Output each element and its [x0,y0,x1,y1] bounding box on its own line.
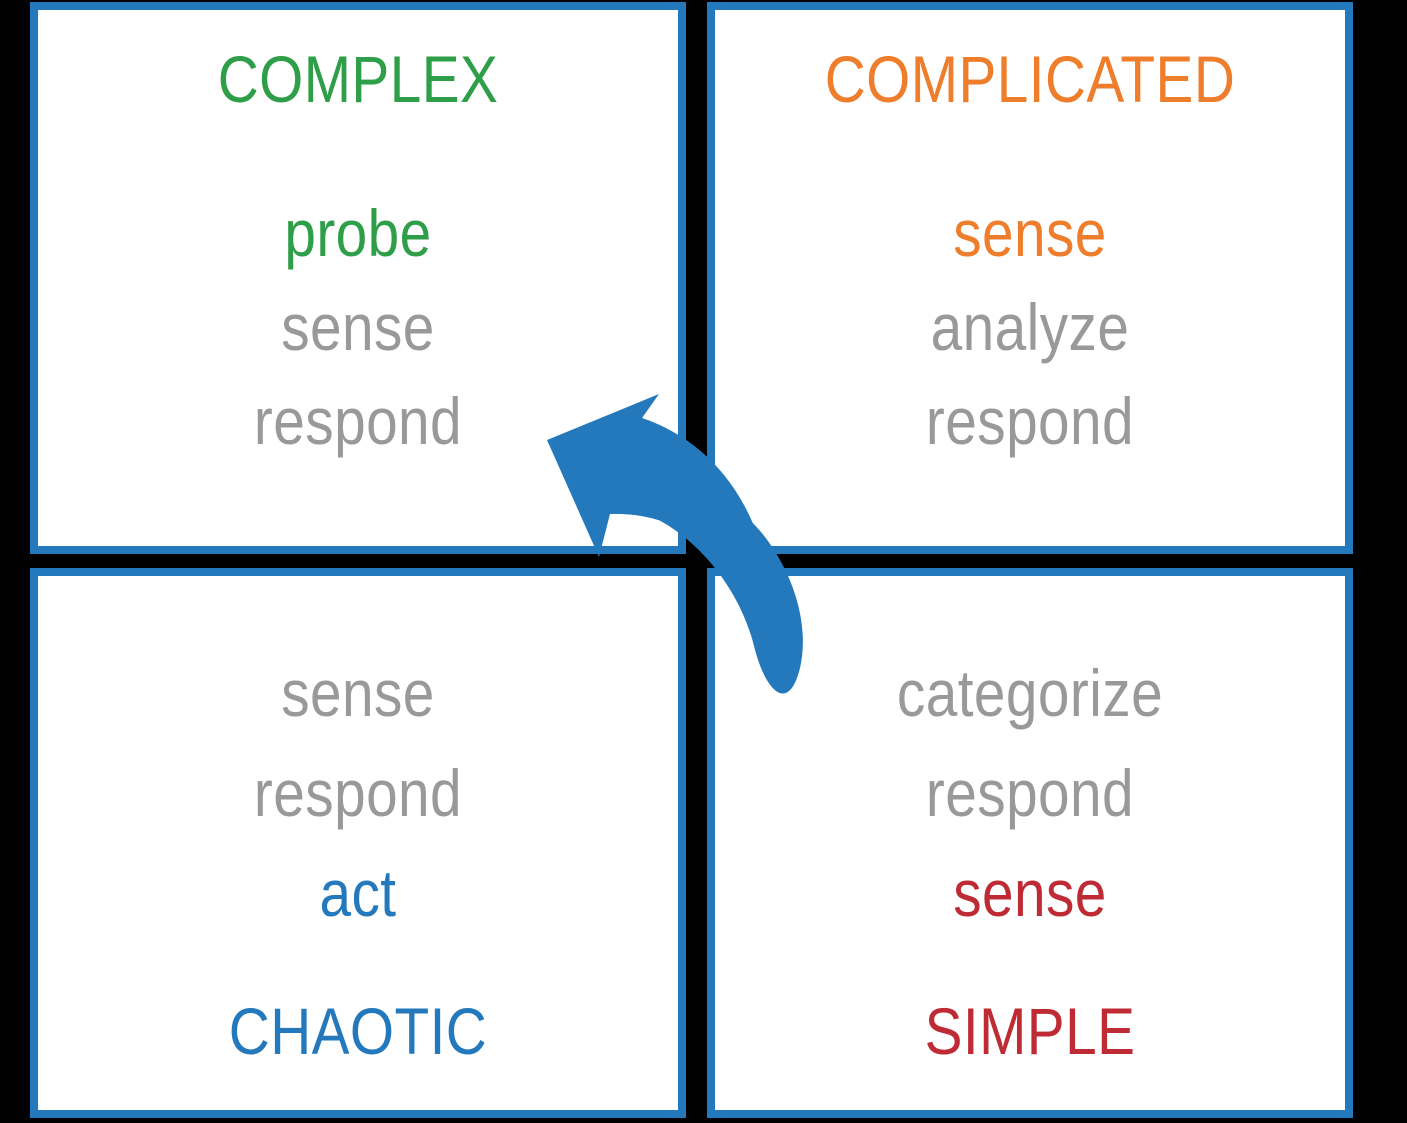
quadrant-simple-line-2: respond [925,756,1135,830]
quadrant-complex[interactable]: COMPLEX probe sense respond [30,2,686,554]
quadrant-complicated-line-2: analyze [930,290,1130,364]
quadrant-complicated[interactable]: COMPLICATED sense analyze respond [707,2,1353,554]
quadrant-simple-line-1: categorize [896,656,1164,730]
quadrant-chaotic[interactable]: sense respond act CHAOTIC [30,568,686,1118]
quadrant-chaotic-heading: CHAOTIC [228,994,488,1068]
quadrant-simple-line-3: sense [953,856,1107,930]
quadrant-chaotic-line-2: respond [253,756,463,830]
quadrant-complex-line-2: sense [281,290,435,364]
quadrant-complex-line-3: respond [253,384,463,458]
quadrant-simple-heading: SIMPLE [924,994,1136,1068]
quadrant-complicated-line-3: respond [925,384,1135,458]
quadrant-complicated-line-1: sense [953,196,1107,270]
quadrant-complicated-heading: COMPLICATED [824,42,1236,116]
quadrant-simple[interactable]: categorize respond sense SIMPLE [707,568,1353,1118]
quadrant-complex-heading: COMPLEX [217,42,499,116]
quadrant-chaotic-line-1: sense [281,656,435,730]
quadrant-chaotic-line-3: act [319,856,397,930]
quadrant-complex-line-1: probe [284,196,432,270]
